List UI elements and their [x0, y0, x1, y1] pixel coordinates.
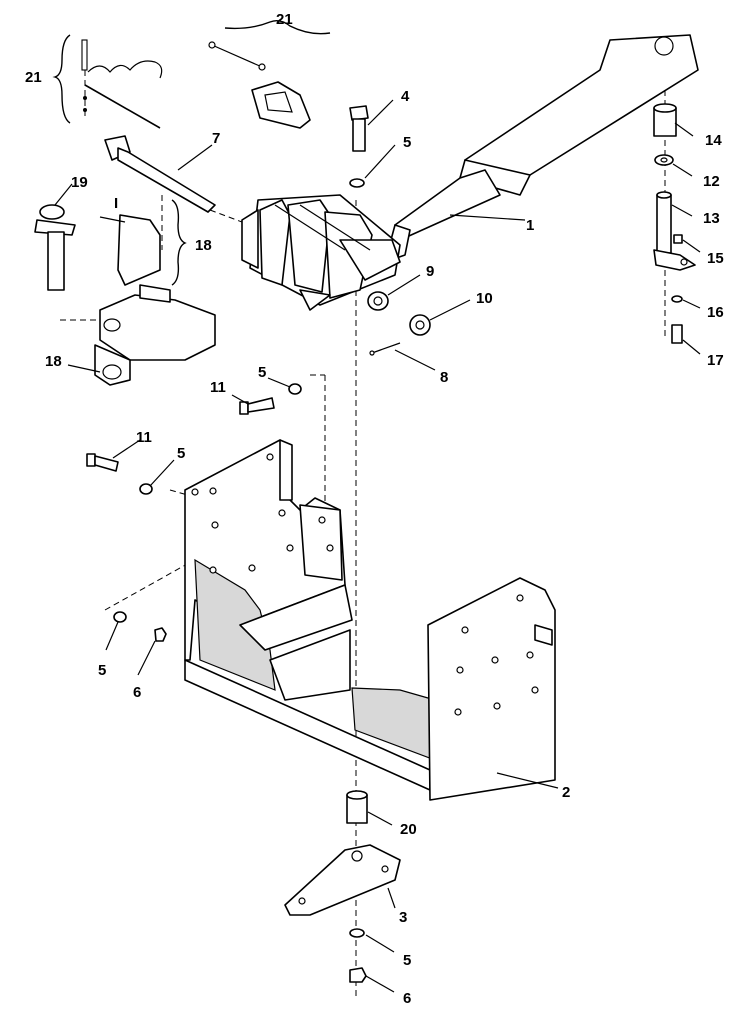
part-13-pivot-pin — [653, 191, 696, 271]
callout-11-upper: 11 — [210, 379, 226, 396]
part-11-bolts — [86, 397, 275, 472]
callout-5-bottom: 5 — [403, 952, 411, 969]
callout-18-right: 18 — [195, 237, 212, 254]
callout-4: 4 — [401, 88, 410, 105]
callout-5-lower-left: 5 — [98, 662, 106, 679]
part-5-washers — [113, 178, 365, 938]
callout-9: 9 — [426, 263, 434, 280]
part-17-capscrew — [671, 324, 683, 344]
callout-14: 14 — [705, 132, 722, 149]
callout-7: 7 — [212, 130, 220, 147]
part-21-bracket-retainer — [208, 41, 311, 129]
part-1-drawbar — [384, 34, 699, 263]
leader-lines — [54, 99, 701, 993]
callout-20: 20 — [400, 821, 417, 838]
part-8-cotter-pin — [369, 342, 401, 356]
callout-21-top: 21 — [276, 11, 293, 28]
callout-2: 2 — [562, 784, 570, 801]
callout-8: 8 — [440, 369, 448, 386]
part-i-screw — [99, 216, 126, 223]
part-12-washer — [654, 154, 674, 166]
callout-5-left: 5 — [177, 445, 185, 462]
callout-labels: 1 2 3 4 5 5 5 5 5 6 6 7 8 9 10 11 11 12 … — [25, 11, 724, 1007]
part-4-bolt — [349, 105, 369, 152]
part-drawbar-clevis-assembly — [241, 194, 401, 311]
callout-5-upper: 5 — [403, 134, 411, 151]
callout-11-left: 11 — [136, 429, 152, 446]
part-21-chain-retainer — [81, 39, 163, 129]
callout-5-mid: 5 — [258, 364, 266, 381]
callout-17: 17 — [707, 352, 724, 369]
part-19-hitch-pin — [34, 204, 76, 291]
part-7-hitch-pin — [104, 135, 216, 213]
callout-19: 19 — [71, 174, 88, 191]
callout-10: 10 — [476, 290, 493, 307]
callout-15: 15 — [707, 250, 724, 267]
callout-6-lower-left: 6 — [133, 684, 141, 701]
callout-6-bottom: 6 — [403, 990, 411, 1007]
callout-3: 3 — [399, 909, 407, 926]
callout-i: I — [114, 195, 118, 212]
callout-21-left: 21 — [25, 69, 42, 86]
part-20-spacer — [346, 790, 368, 824]
part-10-castle-nut — [409, 314, 431, 336]
part-14-bushing — [653, 103, 677, 137]
callout-12: 12 — [703, 173, 720, 190]
callout-16: 16 — [707, 304, 724, 321]
part-2-mounting-frame — [184, 439, 556, 801]
part-15-grease-fitting — [673, 234, 683, 244]
part-9-washer — [367, 291, 389, 311]
part-6-nuts — [154, 627, 367, 983]
part-16-lock-washer — [671, 295, 683, 303]
callout-18-left: 18 — [45, 353, 62, 370]
part-18-clevis — [94, 214, 216, 386]
part-3-lower-plate — [284, 844, 401, 916]
callout-braces — [52, 19, 331, 286]
callout-13: 13 — [703, 210, 720, 227]
callout-1: 1 — [526, 217, 534, 234]
